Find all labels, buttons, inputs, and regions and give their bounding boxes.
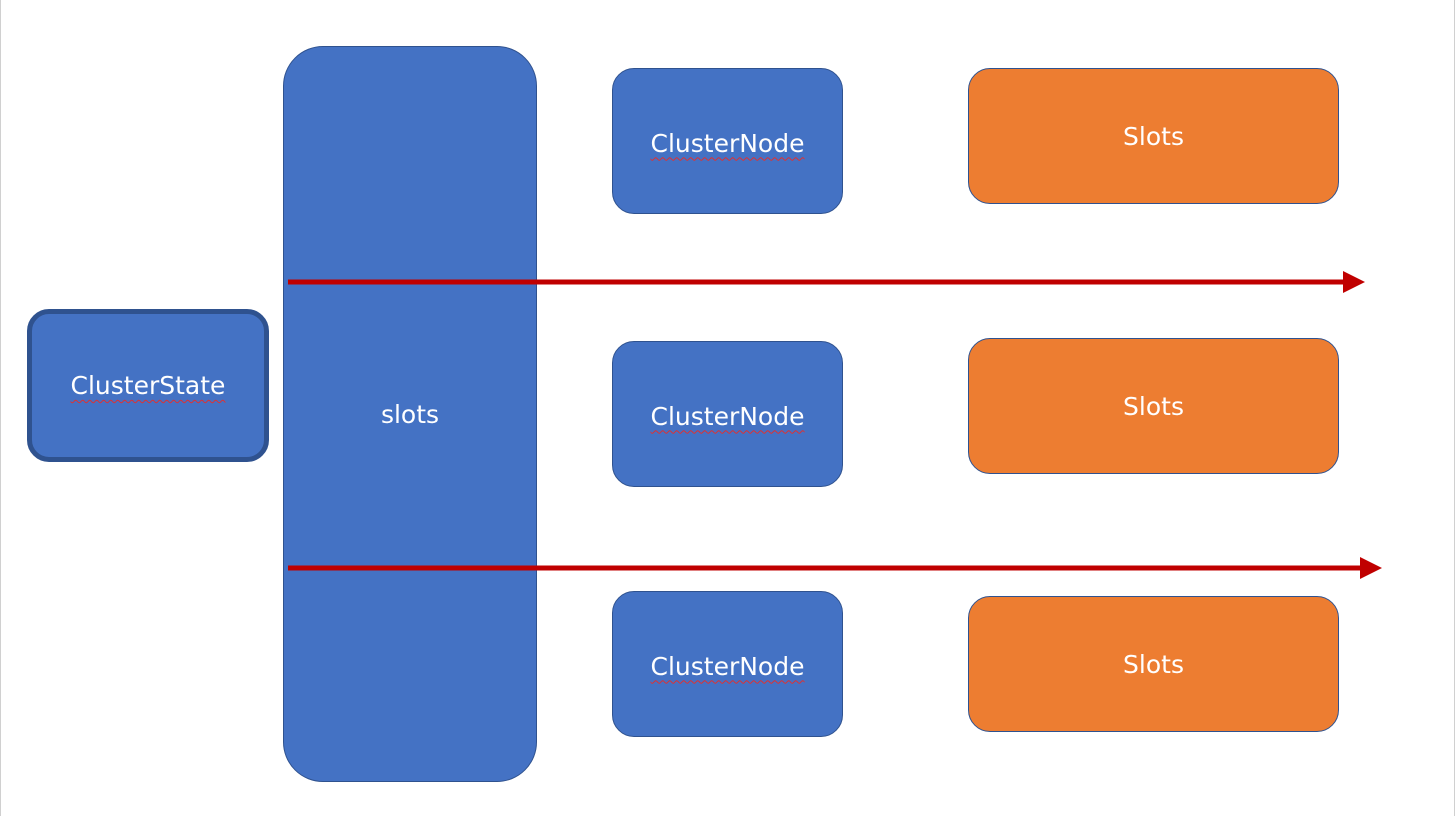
- slots-box-2[interactable]: Slots: [968, 338, 1339, 474]
- cluster-node-2[interactable]: ClusterNode: [612, 341, 843, 487]
- cluster-node-label: ClusterNode: [650, 651, 805, 681]
- slots-box-label: Slots: [1123, 649, 1184, 679]
- slots-column-label: slots: [380, 399, 440, 429]
- cluster-state-box[interactable]: ClusterState: [27, 309, 269, 462]
- cluster-node-label: ClusterNode: [650, 128, 805, 158]
- slots-box-label: Slots: [1123, 391, 1184, 421]
- cluster-node-1[interactable]: ClusterNode: [612, 68, 843, 214]
- slots-column[interactable]: slots: [283, 46, 537, 782]
- cluster-state-label: ClusterState: [70, 371, 226, 400]
- canvas-edge-left: [0, 0, 1, 816]
- arrow-2-head: [1360, 557, 1382, 579]
- slots-box-label: Slots: [1123, 121, 1184, 151]
- slots-box-1[interactable]: Slots: [968, 68, 1339, 204]
- slots-box-3[interactable]: Slots: [968, 596, 1339, 732]
- cluster-node-3[interactable]: ClusterNode: [612, 591, 843, 737]
- arrow-1-head: [1343, 271, 1365, 293]
- cluster-node-label: ClusterNode: [650, 401, 805, 431]
